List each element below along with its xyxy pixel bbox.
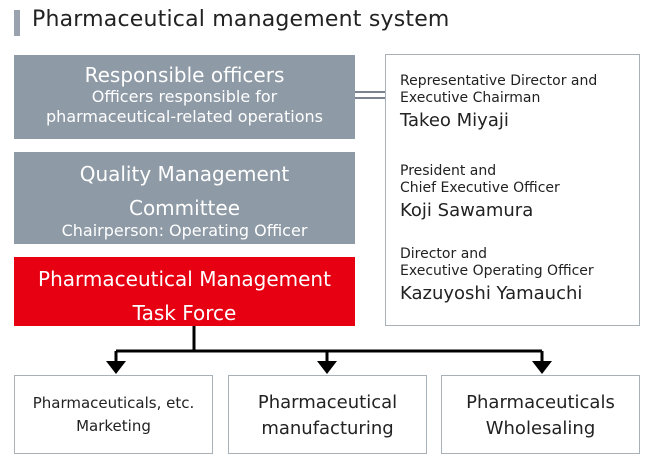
- page-title: Pharmaceutical management system: [32, 7, 450, 32]
- arrow-head-icon: [106, 361, 126, 374]
- officer-entry: Director and Executive Operating Officer…: [400, 246, 594, 305]
- pharmaceutical-management-task-force-box: Pharmaceutical Management Task Force: [14, 257, 355, 326]
- officers-panel: Representative Director and Executive Ch…: [385, 54, 640, 326]
- officer-role: President and: [400, 163, 497, 179]
- destination-box-wholesaling: Pharmaceuticals Wholesaling: [441, 375, 640, 454]
- officer-role: Executive Chairman: [400, 90, 541, 106]
- destination-label: Wholesaling: [485, 418, 596, 439]
- task-force-title-1: Pharmaceutical Management: [38, 267, 331, 291]
- officer-role: Executive Operating Officer: [400, 263, 594, 279]
- officer-entry: President and Chief Executive Officer Ko…: [400, 163, 560, 222]
- responsible-officers-title: Responsible officers: [84, 63, 285, 87]
- destination-label: Pharmaceuticals, etc.: [32, 394, 195, 412]
- destination-label: Marketing: [76, 417, 151, 435]
- officer-entry: Representative Director and Executive Ch…: [400, 73, 597, 132]
- officer-name: Takeo Miyaji: [400, 110, 509, 131]
- officer-connector-line: [355, 91, 385, 93]
- responsible-officers-desc-1: Officers responsible for: [91, 87, 278, 106]
- officer-role: Chief Executive Officer: [400, 180, 560, 196]
- destination-label: Pharmaceuticals: [466, 392, 615, 413]
- qmc-chairperson: Chairperson: Operating Officer: [61, 221, 308, 240]
- officer-role: Representative Director and: [400, 73, 598, 89]
- responsible-officers-desc-2: pharmaceutical-related operations: [46, 107, 323, 126]
- qmc-title-2: Committee: [128, 196, 240, 220]
- officer-name: Koji Sawamura: [400, 200, 534, 221]
- quality-management-committee-box: Quality Management Committee Chairperson…: [14, 152, 355, 244]
- responsible-officers-box: Responsible officers Officers responsibl…: [14, 55, 355, 139]
- arrow-head-icon: [317, 361, 337, 374]
- destination-box-marketing: Pharmaceuticals, etc. Marketing: [14, 375, 213, 454]
- destination-label: manufacturing: [261, 418, 394, 439]
- destination-box-manufacturing: Pharmaceutical manufacturing: [228, 375, 427, 454]
- qmc-title-1: Quality Management: [79, 162, 290, 186]
- officer-name: Kazuyoshi Yamauchi: [400, 283, 583, 304]
- officer-connector-line: [355, 97, 385, 99]
- destination-label: Pharmaceutical: [257, 392, 398, 413]
- officer-role: Director and: [400, 246, 488, 262]
- task-force-title-2: Task Force: [132, 301, 237, 325]
- arrow-head-icon: [532, 361, 552, 374]
- title-accent-bar: [14, 10, 20, 36]
